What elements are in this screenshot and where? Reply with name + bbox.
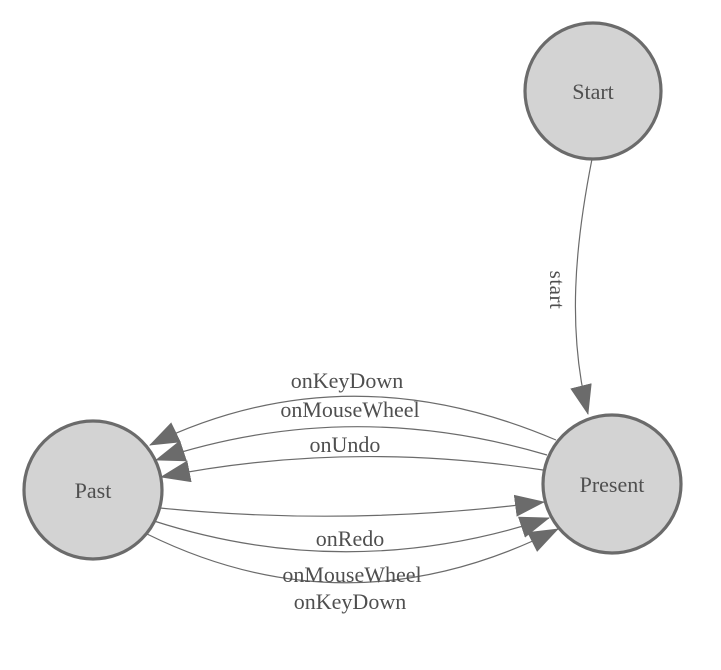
edge-group bbox=[146, 158, 593, 584]
state-circle-past[interactable] bbox=[22, 419, 164, 561]
node-label-present: Present bbox=[580, 472, 645, 497]
node-start[interactable]: Start bbox=[523, 21, 663, 161]
edge-label-onredo: onRedo bbox=[316, 526, 384, 551]
edge-label-onkeydown-top: onKeyDown bbox=[291, 368, 403, 393]
edge-start-to-present bbox=[570, 158, 593, 415]
edge-present-to-past-onkeydown bbox=[149, 395, 557, 446]
edge-past-to-present-onkeydown bbox=[146, 528, 559, 584]
node-label-start: Start bbox=[572, 79, 614, 104]
edge-past-to-present-onredo bbox=[159, 494, 545, 517]
edge-past-to-present-onmousewheel bbox=[153, 516, 550, 553]
edge-label-onmousewheel-top: onMouseWheel bbox=[280, 397, 419, 422]
state-circle-present[interactable] bbox=[541, 413, 683, 555]
edge-label-onundo: onUndo bbox=[310, 432, 381, 457]
state-circle-start[interactable] bbox=[523, 21, 663, 161]
edge-present-to-past-onmousewheel bbox=[155, 426, 548, 462]
edge-label-start: start bbox=[545, 271, 569, 310]
edge-label-onkeydown-bottom: onKeyDown bbox=[294, 589, 406, 614]
edge-label-group: start onKeyDown onMouseWheel onUndo onRe… bbox=[280, 271, 569, 614]
node-present[interactable]: Present bbox=[541, 413, 683, 555]
node-past[interactable]: Past bbox=[22, 419, 164, 561]
edge-present-to-past-onundo bbox=[160, 455, 544, 483]
edge-label-onmousewheel-bottom: onMouseWheel bbox=[282, 562, 421, 587]
node-label-past: Past bbox=[75, 478, 112, 503]
